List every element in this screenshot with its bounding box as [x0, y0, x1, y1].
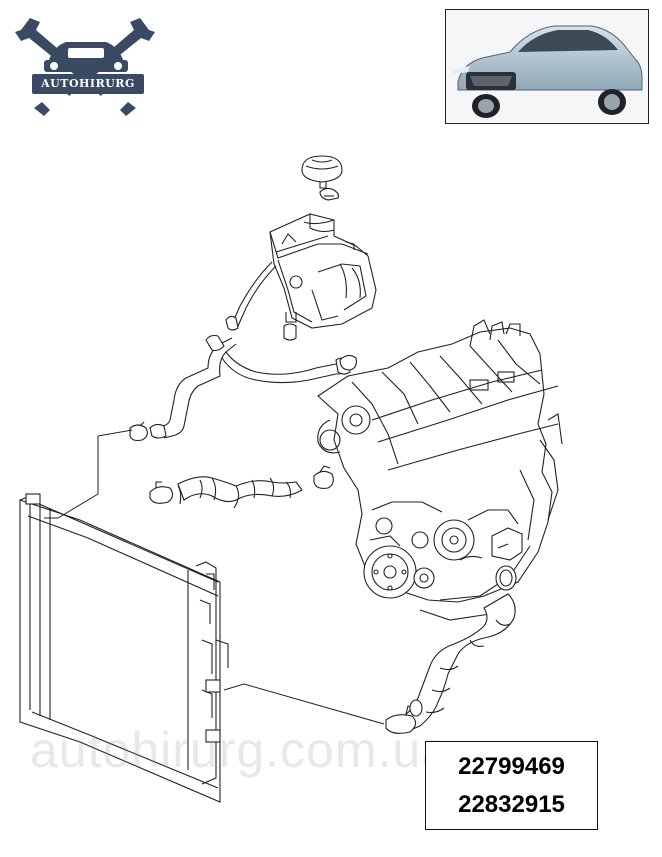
engine-block: [317, 319, 563, 621]
cadillac-sedan-icon: [452, 25, 643, 118]
hose-clamp: [385, 565, 517, 734]
vent-hose: [225, 261, 277, 331]
reservoir-cap: [301, 155, 343, 189]
part-number: 22832915: [458, 791, 565, 818]
part-numbers-box: 22799469 22832915: [425, 741, 598, 830]
crankshaft-pulley: [363, 545, 417, 599]
idler-pulley: [375, 517, 435, 589]
upper-radiator-hose: [177, 476, 303, 509]
hose-clamp: [149, 465, 334, 504]
water-pump-pulley: [433, 519, 475, 561]
part-number: 22799469: [458, 753, 565, 780]
logo-text: AUTOHIRURG: [32, 74, 144, 94]
bypass-hose: [149, 334, 351, 439]
radiator: [19, 493, 229, 803]
coolant-outlet: [491, 527, 523, 561]
coolant-reservoir: [269, 213, 377, 341]
leader-lines: [44, 373, 385, 725]
autohirurg-logo: AUTOHIRURG: [10, 8, 160, 118]
cap-fitting: [319, 187, 340, 201]
watermark-text: autohirurg.com.ua: [30, 722, 451, 778]
hose-clamp: [129, 354, 357, 442]
car-photo: [445, 9, 649, 124]
